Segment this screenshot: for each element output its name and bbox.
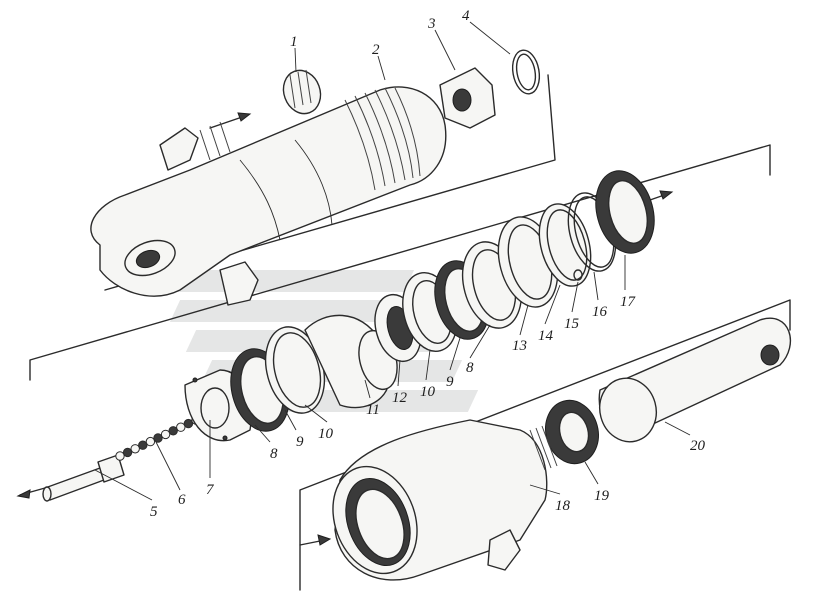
- seal-part-19: [529, 399, 599, 471]
- callout-labels: 1 2 3 4 5 6 7 8 9 10 11 12 10 9 8 13 14 …: [150, 8, 706, 520]
- callout-6: 6: [178, 492, 186, 508]
- leader-lines: [94, 21, 691, 501]
- chain-ball: [115, 451, 125, 461]
- callout-2: 2: [372, 42, 380, 58]
- callout-11: 11: [366, 402, 380, 418]
- assembly-frame-lines: [29, 74, 791, 591]
- chain-ball: [183, 418, 194, 429]
- callout-18: 18: [555, 498, 571, 514]
- chain-ball: [130, 444, 140, 454]
- callout-19: 19: [594, 488, 610, 504]
- callout-9: 9: [296, 434, 304, 450]
- clip-part-15: [573, 269, 583, 281]
- ring-part-8b: [461, 241, 523, 329]
- seal-part-17: [595, 170, 655, 254]
- rod-part-5: [42, 454, 125, 502]
- retaining-ring-part-4: [511, 49, 541, 95]
- chain-ball: [153, 433, 163, 443]
- chain-ball: [122, 447, 133, 458]
- chain-ball: [168, 426, 178, 436]
- callout-5: 5: [150, 504, 158, 520]
- bush-part-1: [282, 69, 322, 115]
- callout-9b: 9: [446, 374, 454, 390]
- callout-20: 20: [690, 438, 706, 454]
- callout-4: 4: [462, 8, 470, 24]
- callout-12: 12: [392, 390, 408, 406]
- callout-7: 7: [206, 482, 215, 498]
- callout-15: 15: [564, 316, 580, 332]
- callout-10b: 10: [420, 384, 436, 400]
- callout-10: 10: [318, 426, 334, 442]
- flow-arrows: [16, 112, 674, 546]
- ball-chain-part-6: [115, 411, 209, 461]
- callout-14: 14: [538, 328, 554, 344]
- callout-13: 13: [512, 338, 527, 354]
- nut-part-3: [439, 67, 496, 129]
- callout-17: 17: [620, 294, 637, 310]
- callout-3: 3: [427, 16, 436, 32]
- chain-ball: [160, 429, 171, 440]
- cylinder-body-part-2: [90, 86, 447, 306]
- callout-8: 8: [270, 446, 278, 462]
- callout-1: 1: [290, 34, 298, 50]
- ring-part-10: [264, 326, 326, 414]
- callout-16: 16: [592, 304, 608, 320]
- housing-part-18: [332, 419, 548, 581]
- chain-ball: [176, 422, 186, 432]
- chain-ball: [138, 440, 148, 450]
- callout-8b: 8: [466, 360, 474, 376]
- rod-end-part-20: [598, 317, 791, 443]
- chain-ball: [145, 436, 156, 447]
- ring-part-14: [538, 203, 592, 287]
